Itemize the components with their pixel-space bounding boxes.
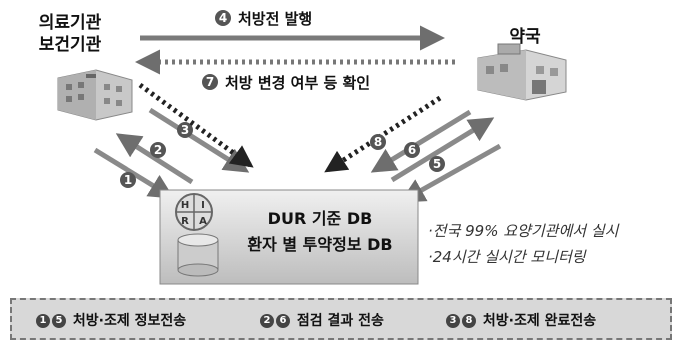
legend-badge-1: 1 [36,314,50,328]
step-6-badge [404,142,420,158]
arrow-hospital-complete-3 [148,107,250,173]
hospital-label: 의료기관 보건기관 [18,12,122,56]
step-1-num: 1 [124,173,132,187]
prescription-issue-label: 처방전 발행 [238,8,312,29]
step-7-badge [202,74,218,90]
step-3-badge [177,122,193,138]
db-title-line2: 환자 별 투약정보 DB [247,235,393,254]
step-4-num: 4 [219,11,227,25]
step-5-badge [429,156,445,172]
hira-logo-icon [175,193,213,231]
hira-i: I [201,200,205,211]
legend-badge-2: 2 [260,314,274,328]
step-2-num: 2 [154,143,162,157]
step-8-badge [370,134,386,150]
note-nationwide: ·전국 99% 요양기관에서 실시 [428,222,619,240]
step-1-badge [120,172,136,188]
arrow-db-result-6 [390,117,495,183]
pharmacy-building-icon [477,43,567,101]
legend-badge-8: 8 [462,314,476,328]
change-check-label: 처방 변경 여부 등 확인 [225,72,370,93]
hospital-building-icon [57,69,133,121]
arrow-hospital-send-1 [93,147,175,199]
step-2-badge [150,142,166,158]
hospital-label-line2: 보건기관 [38,35,102,55]
legend-label-result: 점검 결과 전송 [296,313,384,329]
legend-label-send: 처방·조제 정보전송 [72,313,187,329]
legend-label-complete: 처방·조제 완료전송 [482,313,597,329]
database-cylinder-icon [177,233,219,277]
hospital-label-line1: 의료기관 [38,13,102,33]
step-5-num: 5 [433,157,441,171]
db-title: DUR 기준 DB 환자 별 투약정보 DB [232,206,408,258]
pharmacy-label-text: 약국 [509,27,541,47]
arrow-pharmacy-complete-8 [370,109,472,173]
pharmacy-label: 약국 [492,22,558,47]
note-monitoring: ·24시간 실시간 모니터링 [428,248,586,266]
prescription-issue-text: 처방전 발행 [238,10,313,28]
arrow-hospital-dotted [138,82,254,168]
step-7-num: 7 [206,75,214,89]
arrow-pharmacy-dotted [324,95,442,173]
hira-a: A [199,216,207,227]
step-4-badge [215,10,231,26]
step-8-num: 8 [374,135,382,149]
hira-r: R [181,216,189,227]
step-6-num: 6 [408,143,416,157]
arrow-db-result-2 [115,133,194,185]
legend-badge-5: 5 [52,314,66,328]
db-title-line1: DUR 기준 DB [267,209,373,228]
change-check-text: 처방 변경 여부 등 확인 [225,74,371,92]
step-3-num: 3 [181,123,189,137]
legend-badge-3: 3 [446,314,460,328]
hira-h: H [181,200,189,211]
legend-badge-6: 6 [276,314,290,328]
arrow-pharmacy-send-5 [399,143,502,203]
